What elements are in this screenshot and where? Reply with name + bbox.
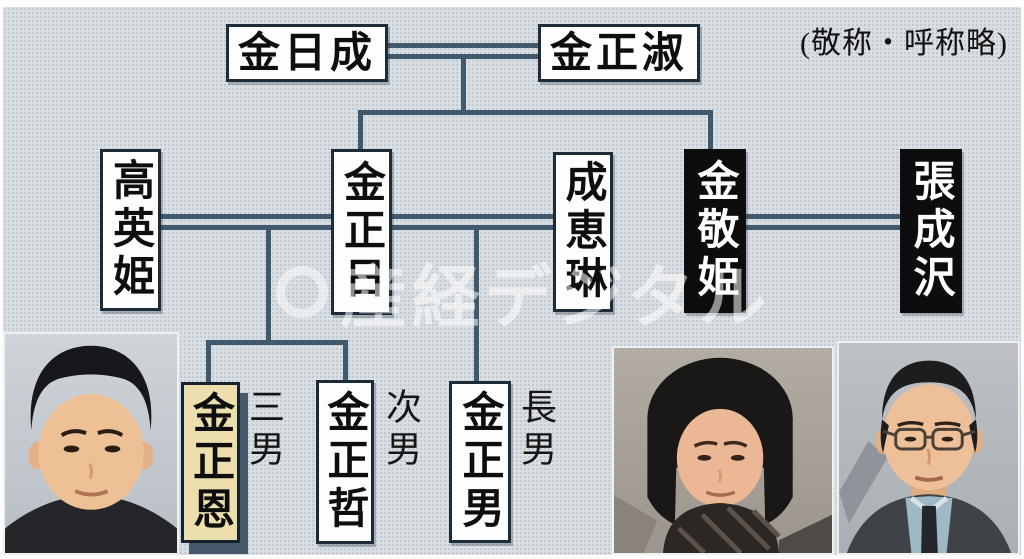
person-box-song-hye-rim: 成恵琳	[553, 152, 613, 312]
person-box-kim-jong-un: 金正恩	[181, 382, 240, 543]
descent-line-kim-jong-nam	[474, 228, 479, 383]
marriage-line-kim-kyong-hui-jang-song-thaek	[744, 214, 903, 230]
person-name: 高英姫	[107, 158, 155, 302]
marriage-line-kim-jong-il-song-hye-rim	[390, 214, 556, 230]
birth-order-label-second-son: 次男	[381, 388, 421, 472]
person-name: 金正男	[457, 390, 504, 534]
person-box-kim-jong-chol: 金正哲	[316, 380, 374, 544]
marriage-line-kim-il-sung-kim-jong-suk	[386, 43, 540, 59]
person-box-ko-yong-hui: 高英姫	[100, 149, 161, 311]
descent-line-kim-jong-chol	[343, 340, 348, 382]
descent-line-kim-jong-un	[206, 340, 211, 384]
honorifics-note: (敬称・呼称略)	[800, 27, 1008, 60]
marriage-line-ko-yong-hui-kim-jong-il	[158, 214, 334, 230]
sibling-bar-gen3	[206, 340, 348, 345]
descent-line-kim-kyong-hui	[708, 110, 713, 152]
person-name: 成恵琳	[560, 160, 607, 304]
descent-line-gen1	[461, 58, 466, 115]
birth-order-label-first-son: 長男	[516, 388, 556, 472]
person-box-jang-song-thaek: 張成沢	[900, 149, 962, 313]
person-name: 金正日	[338, 160, 386, 304]
person-box-kim-jong-il: 金正日	[331, 149, 392, 315]
person-name: 金正淑	[549, 29, 688, 76]
birth-order-label-third-son: 三男	[244, 388, 284, 472]
kim-kyong-hui-portrait-icon	[614, 348, 832, 553]
person-name: 金正恩	[187, 390, 235, 535]
jang-song-thaek-portrait-icon	[839, 343, 1018, 553]
person-name: 金敬姫	[692, 159, 739, 303]
kim-jong-un-portrait-icon	[5, 334, 177, 553]
person-box-kim-kyong-hui: 金敬姫	[684, 149, 746, 313]
descent-line-kim-jong-il	[358, 110, 363, 152]
descent-line-ko-yong-hui-children	[266, 228, 271, 345]
portrait-photo-kim-kyong-hui	[612, 346, 834, 555]
person-box-kim-jong-nam: 金正男	[449, 381, 511, 543]
person-box-kim-il-sung: 金日成	[226, 24, 388, 82]
person-box-kim-jong-suk: 金正淑	[538, 24, 700, 82]
person-name: 張成沢	[908, 159, 955, 303]
sibling-bar-gen2	[358, 110, 713, 115]
person-name: 金日成	[237, 29, 376, 76]
person-name: 金正哲	[322, 390, 369, 534]
portrait-photo-jang-song-thaek	[837, 341, 1020, 555]
portrait-photo-kim-jong-un	[3, 332, 179, 555]
